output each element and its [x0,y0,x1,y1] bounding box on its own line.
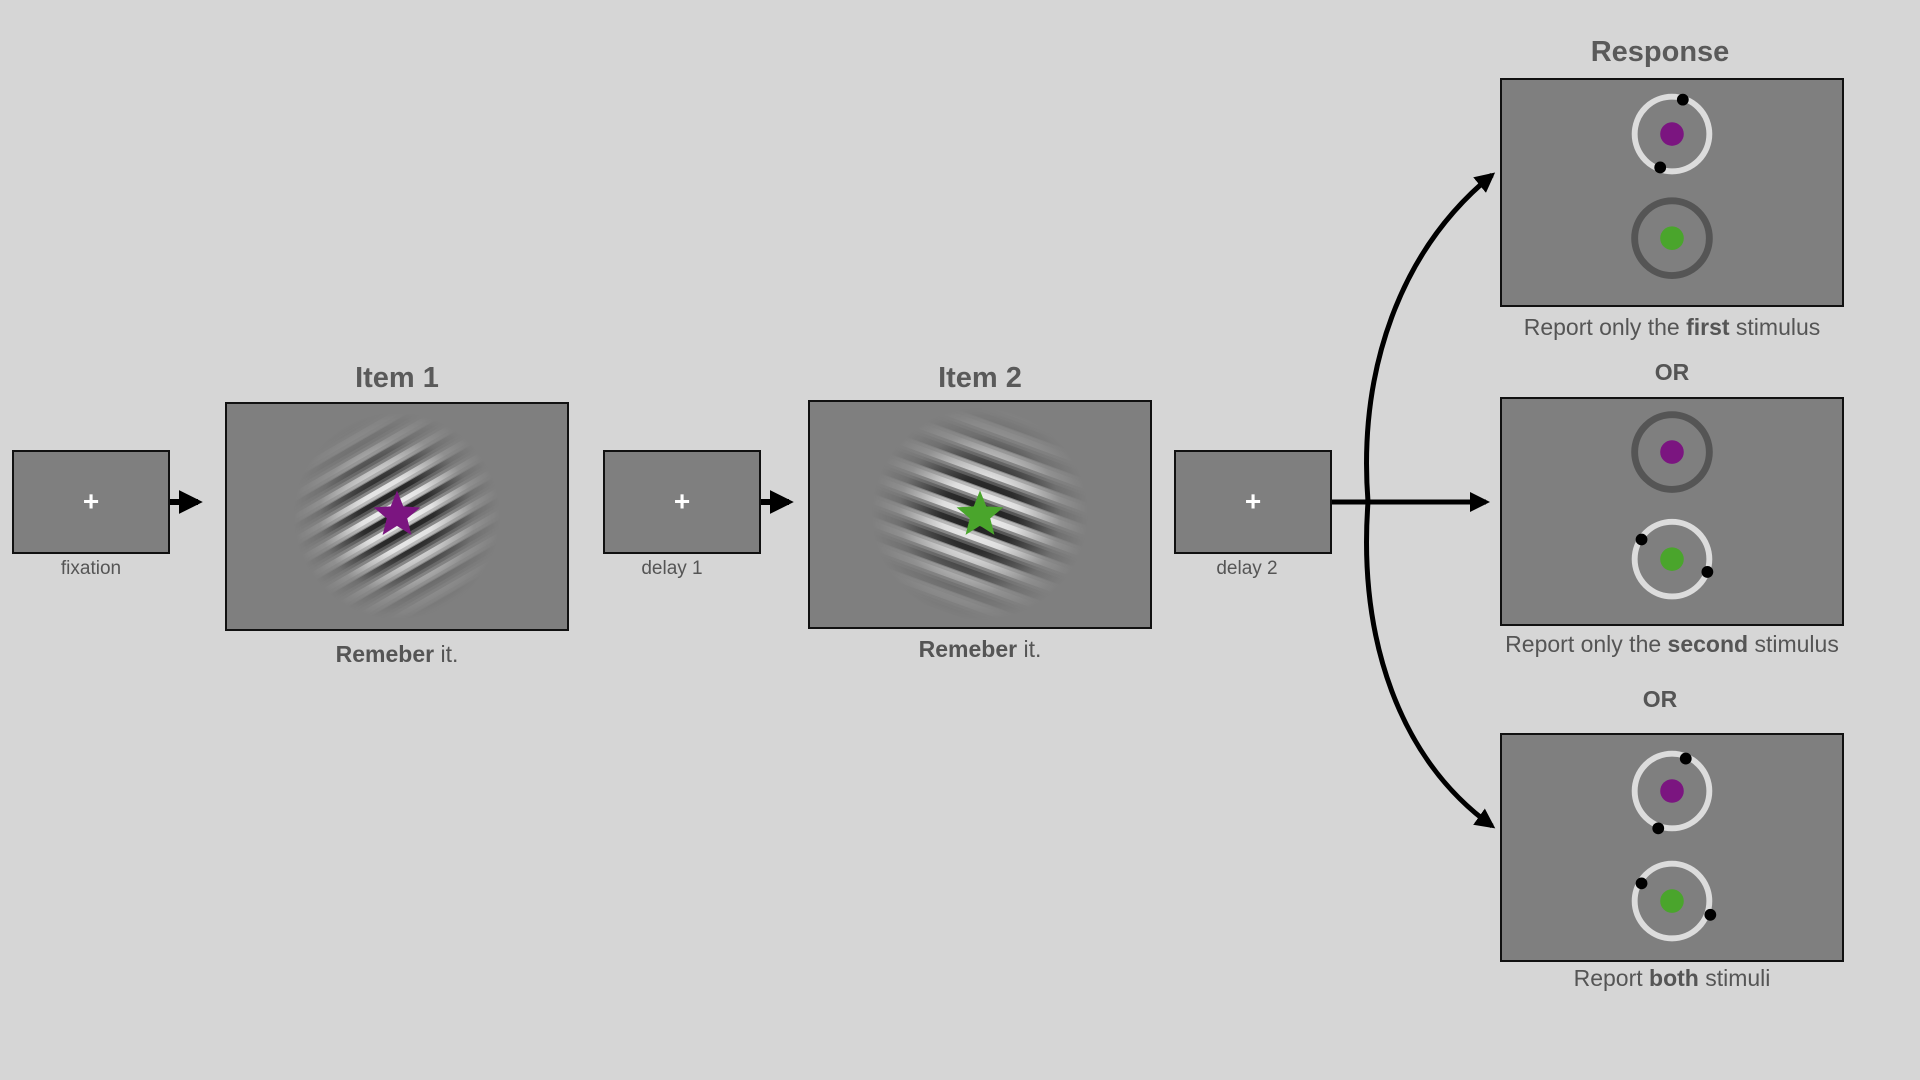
response-caption-both: Report both stimuli [1573,965,1771,991]
green-dot-icon [1660,547,1684,571]
response-title: Response [1590,36,1730,68]
response-handle[interactable] [1679,752,1692,765]
delay1-screen: + [603,450,761,554]
purple-star-icon [373,490,421,535]
response-screen-second [1500,397,1844,626]
purple-dot-icon [1660,122,1684,146]
response-caption-second: Report only the second stimulus [1505,631,1839,657]
response-first-stimulus [1631,93,1713,279]
response-screen-both [1500,733,1844,962]
response-second-stimulus [1631,411,1714,600]
response-handle[interactable] [1652,822,1665,835]
item2-stimulus [811,402,1149,627]
item1-stimulus [228,404,566,629]
or-label-2: OR [1642,686,1678,712]
fixation-label: fixation [60,558,122,579]
purple-dot-icon [1660,440,1684,464]
purple-dot-icon [1660,779,1684,803]
response-handle[interactable] [1654,161,1667,174]
or-label-1: OR [1654,359,1690,385]
response-handle[interactable] [1635,877,1648,890]
green-dot-icon [1660,226,1684,250]
ring-active [1631,93,1713,175]
delay2-cross-icon: + [1244,485,1262,517]
response-handle[interactable] [1704,908,1717,921]
item2-screen [808,400,1152,629]
ring-active [1631,518,1713,600]
ring-inactive [1631,197,1713,279]
response-handle[interactable] [1701,566,1714,578]
item1-screen [225,402,569,631]
response-handle[interactable] [1635,533,1648,546]
ring-active [1631,750,1713,832]
response-screen-first [1500,78,1844,307]
arrow-delay2-to-both [1364,501,1496,829]
delay1-cross-icon: + [673,485,691,517]
item2-title: Item 2 [938,362,1022,394]
item1-title: Item 1 [355,362,439,394]
response-caption-first: Report only the first stimulus [1523,314,1821,340]
delay2-label: delay 2 [1216,558,1278,579]
item2-caption: Remeber it. [918,636,1042,662]
response-handle[interactable] [1676,93,1689,106]
fixation-screen: + [12,450,170,554]
green-star-icon [956,490,1004,535]
fixation-cross-icon: + [82,485,100,517]
ring-inactive [1631,411,1713,493]
delay1-label: delay 1 [641,558,703,579]
item1-caption: Remeber it. [335,641,459,667]
green-dot-icon [1660,889,1684,913]
delay2-screen: + [1174,450,1332,554]
ring-active [1631,860,1713,942]
response-both-stimulus [1631,750,1717,942]
